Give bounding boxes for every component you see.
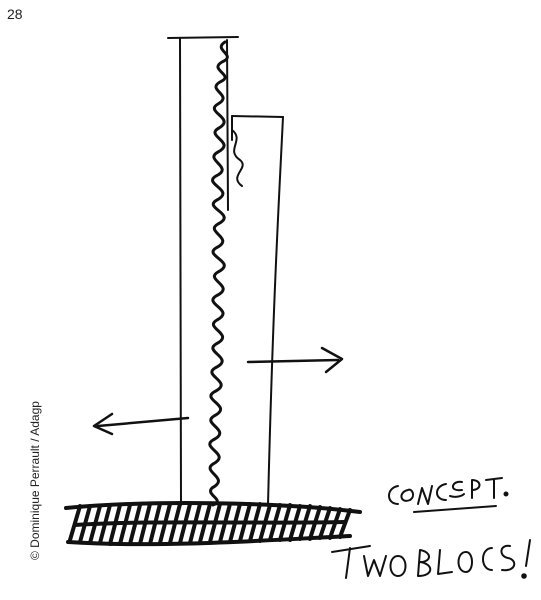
page-number: 28	[7, 6, 23, 22]
right-tower-outline	[232, 116, 283, 505]
handwritten-concept	[389, 478, 508, 512]
left-tower-outline	[168, 37, 238, 505]
concept-sketch	[40, 20, 540, 600]
arrow-right-icon	[248, 348, 342, 372]
ground-hatch	[66, 503, 360, 544]
arrow-left-icon	[94, 414, 188, 434]
handwritten-two-blocs	[332, 540, 530, 578]
zigzag-seam	[210, 42, 228, 505]
